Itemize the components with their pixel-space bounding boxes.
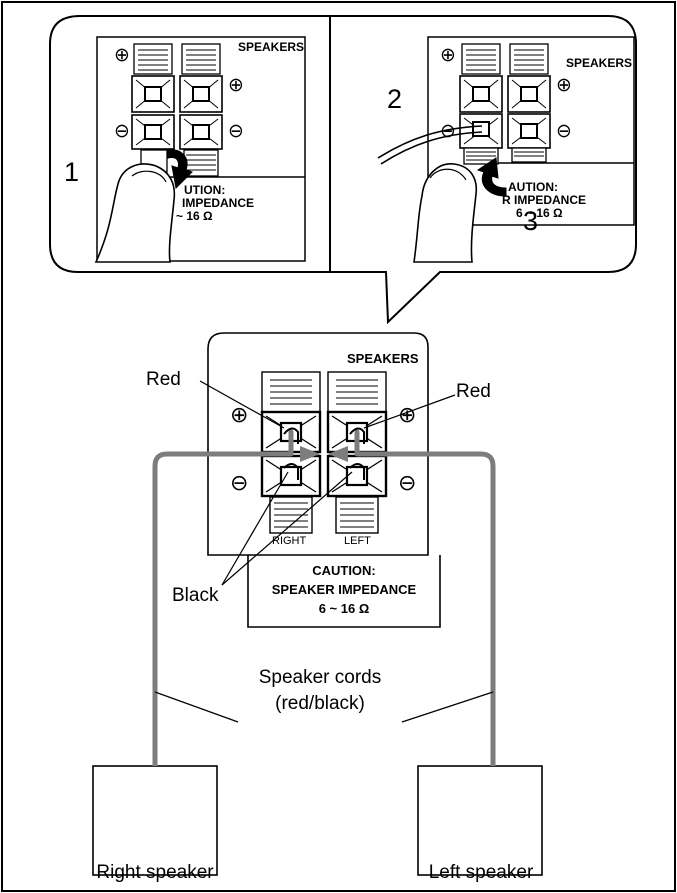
speaker-cords (152, 429, 496, 765)
leader-black-2 (221, 471, 353, 586)
panel-plus-icon-right: ⊕ (230, 402, 249, 427)
right-speaker-box (92, 765, 218, 876)
terminal-left-negative (326, 454, 388, 498)
panel-minus-icon-left: ⊖ (398, 470, 417, 495)
wire-icon (377, 125, 483, 159)
inset-2-terminals (459, 43, 551, 165)
inset-2-minus-icon: ⊖ (440, 121, 456, 142)
fingernail-icon-2 (429, 168, 467, 181)
panel-caution-line3: 6 ~ 16 Ω (318, 601, 370, 616)
leader-black-1 (221, 471, 289, 586)
label-red-right: Red (456, 381, 491, 402)
inset-1-minus-icon-b: ⊖ (228, 121, 244, 142)
leader-red-left (199, 380, 285, 429)
panel-right-label: RIGHT (272, 535, 307, 547)
inset-1-caution-line3: ~ 16 Ω (176, 209, 213, 223)
inset-2-plus-icon: ⊕ (440, 45, 456, 66)
inset-2-caution-line3: 6 ~ 16 Ω (516, 206, 563, 220)
panel-caution-line2: SPEAKER IMPEDANCE (271, 582, 417, 597)
inset-1-minus-icon: ⊖ (114, 121, 130, 142)
panel-minus-icon-right: ⊖ (230, 470, 249, 495)
panel-speakers-label: SPEAKERS (347, 351, 419, 366)
inset-1-plus-icon: ⊕ (114, 45, 130, 66)
finger-icon (94, 163, 176, 263)
label-cords-line2: (red/black) (275, 693, 365, 714)
inset-2-caution-line1: AUTION: (508, 180, 558, 194)
label-left-speaker: Left speaker (428, 862, 534, 883)
inset-step-2-3 (377, 36, 635, 263)
caution-box (247, 555, 441, 628)
leader-cords-right (401, 691, 494, 723)
label-red-left: Red (146, 369, 181, 390)
inset-2-caution-line2: R IMPEDANCE (502, 193, 587, 207)
leader-lines (154, 380, 494, 723)
wire-icon-edge (380, 131, 483, 165)
step-2-number: 2 (387, 84, 403, 114)
wire-ends (283, 427, 365, 480)
finger-icon-2 (413, 163, 478, 263)
step-3-number: 3 (523, 206, 539, 236)
inset-2-minus-icon-b: ⊖ (556, 121, 572, 142)
inset-2-speakers-label: SPEAKERS (566, 56, 633, 70)
inset-1-plus-icon-b: ⊕ (228, 75, 244, 96)
label-cords-line1: Speaker cords (258, 667, 382, 688)
release-arrow-icon (476, 157, 507, 197)
right-speaker-cord (152, 429, 294, 765)
inset-2-plus-icon-b: ⊕ (556, 75, 572, 96)
leader-red-right (363, 394, 456, 429)
left-speaker-cord (354, 429, 496, 765)
cord-arrow-heads (300, 446, 348, 462)
panel-plus-icon-left: ⊕ (398, 402, 417, 427)
inset-1-caution-line2: IMPEDANCE (182, 196, 255, 210)
inset-step-1 (94, 36, 306, 263)
label-right-speaker: Right speaker (96, 862, 214, 883)
speaker-terminal-panel (207, 332, 441, 628)
left-speaker-box (417, 765, 543, 876)
inset-1-terminals (131, 43, 223, 177)
panel-left-label: LEFT (344, 535, 371, 547)
leader-cords-left (154, 691, 239, 723)
panel-caution-line1: CAUTION: (312, 563, 376, 578)
inset-1-speakers-label: SPEAKERS (238, 40, 305, 54)
terminal-right-negative (260, 454, 322, 498)
inset-1-caution-line1: UTION: (184, 183, 226, 197)
fingernail-icon (131, 170, 167, 183)
label-black: Black (172, 585, 219, 606)
press-arrow-icon (167, 149, 193, 190)
step-1-number: 1 (64, 157, 80, 187)
